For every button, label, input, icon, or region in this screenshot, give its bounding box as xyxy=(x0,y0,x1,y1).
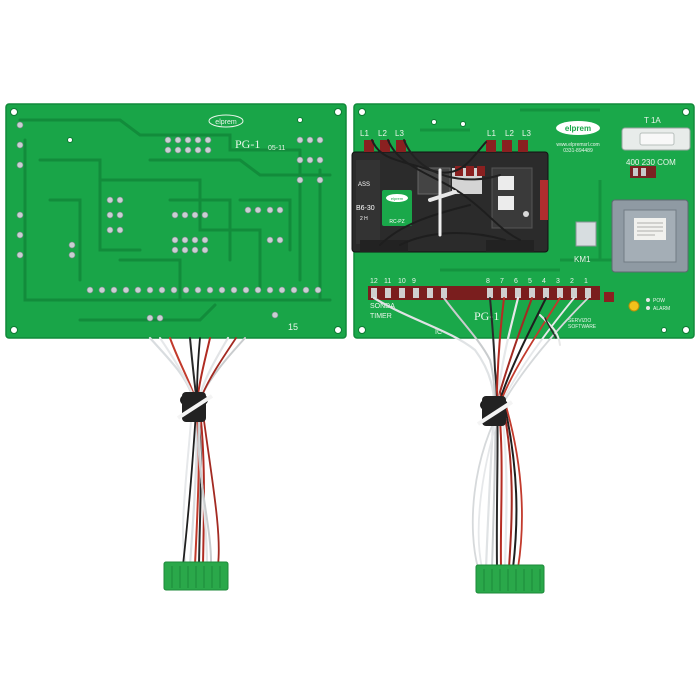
right-internal-wires xyxy=(371,139,521,246)
sticker-logo: elprem xyxy=(391,196,404,201)
terminal-labels-top-b: L1 L2 L3 xyxy=(487,129,531,138)
right-pcb: L1 L2 L3 L1 L2 L3 elprem www.elpremsrl.c… xyxy=(351,103,695,339)
svg-text:1: 1 xyxy=(584,278,588,285)
svg-text:5: 5 xyxy=(528,278,532,285)
svg-text:L2: L2 xyxy=(505,129,514,138)
svg-text:L1: L1 xyxy=(360,129,369,138)
contactor-label-2h: 2 H xyxy=(360,216,368,222)
wire-terminal-strip xyxy=(368,286,614,302)
right-traces xyxy=(420,108,660,272)
right-url: www.elpremsrl.com xyxy=(556,142,599,148)
solder-pads xyxy=(16,121,324,322)
left-rev-label: 05-11 xyxy=(268,145,285,152)
left-model-label: PG-1 xyxy=(235,137,260,151)
left-marking: 15 xyxy=(288,322,298,332)
svg-text:4: 4 xyxy=(542,278,546,285)
right-pg-label: PG-1 xyxy=(474,309,499,323)
svg-text:2: 2 xyxy=(570,278,574,285)
sonda-label: SONDA xyxy=(370,303,395,310)
left-pcb: elprem PG-1 05-11 15 xyxy=(5,103,347,339)
sticker-model: RC-PZ xyxy=(389,219,404,225)
transformer xyxy=(611,199,689,273)
right-phone: 0331-894489 xyxy=(563,148,593,154)
service-label: SERVIZIO xyxy=(568,318,591,324)
contactor-block: ASS B6-30 2 H elprem RC-PZ xyxy=(351,151,549,253)
fuse-holder: T 1A xyxy=(621,116,691,151)
terminal-labels-top-a: L1 L2 L3 xyxy=(360,129,404,138)
svg-text:6: 6 xyxy=(514,278,518,285)
right-logo: elprem www.elpremsrl.com 0331-894489 xyxy=(556,121,600,154)
svg-text:8: 8 xyxy=(486,278,490,285)
contactor-label-ass: ASS xyxy=(358,182,370,188)
right-marking: IC xyxy=(435,329,442,336)
supply-terminal xyxy=(630,166,656,178)
software-label: SOFTWARE xyxy=(568,324,597,330)
pcb-traces xyxy=(18,118,332,322)
svg-text:L1: L1 xyxy=(487,129,496,138)
svg-text:7: 7 xyxy=(500,278,504,285)
left-connector xyxy=(163,561,229,591)
left-logo: elprem xyxy=(208,114,244,128)
left-ferrite-clip xyxy=(176,392,214,422)
svg-text:L3: L3 xyxy=(522,129,531,138)
svg-text:12: 12 xyxy=(370,278,378,285)
left-logo-text: elprem xyxy=(215,119,237,126)
mounting-holes xyxy=(10,108,342,334)
supply-label: 400 230 COM xyxy=(626,158,676,167)
svg-text:L3: L3 xyxy=(395,129,404,138)
svg-text:3: 3 xyxy=(556,278,560,285)
led-label-alarm: ALARM xyxy=(653,306,670,312)
right-mounting-holes xyxy=(358,108,690,334)
svg-text:L2: L2 xyxy=(378,129,387,138)
svg-text:10: 10 xyxy=(398,278,406,285)
right-logo-text: elprem xyxy=(565,124,591,133)
lower-black-connectors xyxy=(360,240,534,252)
led-label-pow: POW xyxy=(653,298,665,304)
fuse-label: T 1A xyxy=(644,116,661,125)
timer-label: TIMER xyxy=(370,313,392,320)
contactor-label-b630: B6-30 xyxy=(356,205,375,212)
svg-text:11: 11 xyxy=(384,278,391,285)
right-ferrite-clip xyxy=(476,396,514,426)
svg-text:9: 9 xyxy=(412,278,416,285)
left-wire-harness xyxy=(148,336,246,567)
right-connector xyxy=(475,564,545,594)
status-leds: POW ALARM xyxy=(628,298,670,312)
signal-relay xyxy=(575,221,597,247)
km1-label: KM1 xyxy=(574,255,591,264)
top-terminal-red-blocks xyxy=(364,140,528,176)
terminal-number-row: 12 11 10 9 8 7 6 5 4 3 2 1 xyxy=(370,278,588,285)
